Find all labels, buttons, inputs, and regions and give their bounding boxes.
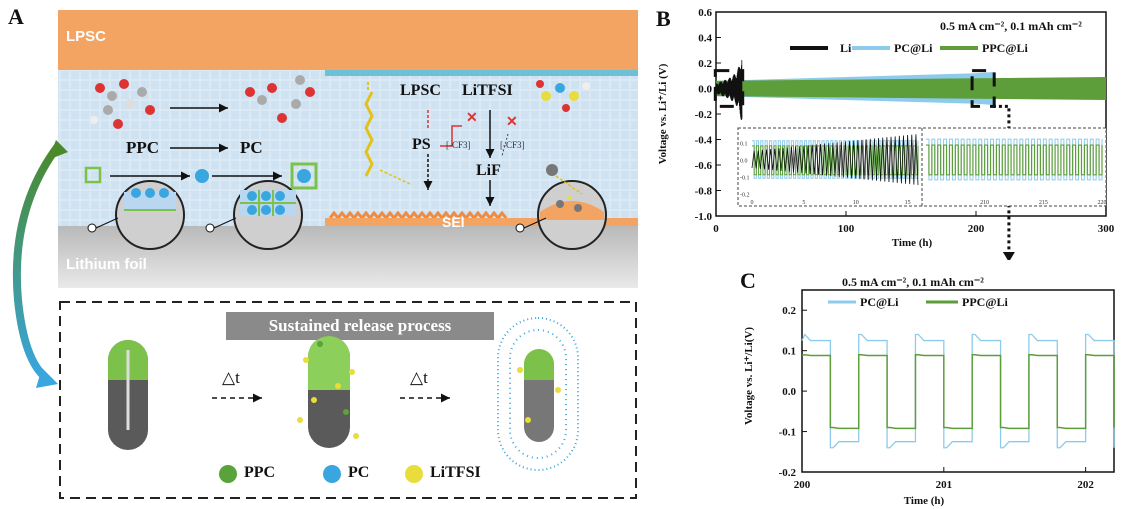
b-y-tick-label: 0.2 [698, 58, 712, 70]
b-legend-li: Li [840, 41, 852, 55]
ppc-molecule-icon [90, 79, 155, 129]
c-y-tick-label: -0.2 [779, 467, 797, 479]
delta-t-label-2: △t [410, 368, 428, 387]
b-series-li-line [715, 60, 743, 120]
b-inset-ppcli-left [752, 145, 919, 176]
b-inset-x-tick-label: 15 [905, 200, 911, 206]
svg-text:✕: ✕ [466, 111, 478, 126]
c-y-tick-label: 0.1 [782, 346, 796, 358]
svg-text:✕: ✕ [506, 115, 518, 130]
b-to-c-connector-arrow-icon [992, 104, 1011, 256]
b-series-ppcli-band [716, 77, 1106, 100]
c-series-pcli-line [801, 333, 1115, 449]
b-x-tick-label: 300 [1098, 223, 1115, 235]
legend-litfsi-dot [405, 465, 423, 483]
b-inset-x-tick-label: 0 [751, 200, 754, 206]
b-y-tick-label: -0.4 [695, 135, 713, 147]
c-x-tick-label: 201 [936, 479, 953, 491]
b-zoom-box-left [713, 69, 745, 108]
magnifier-2 [205, 180, 303, 250]
legend-pc-dot [323, 465, 341, 483]
magnifier-3 [515, 180, 607, 250]
litfsi-molecule-icon [536, 80, 590, 112]
c-x-tick-label: 200 [794, 479, 811, 491]
capsule-3-icon [497, 317, 579, 471]
b-inset-x-tick-label: 5 [802, 200, 805, 206]
legend-pc-label: PC [348, 464, 370, 481]
lpsc-layer [58, 10, 638, 70]
c-y-tick-label: -0.1 [779, 427, 796, 439]
ps-label: PS [412, 136, 431, 153]
b-inset-li [751, 134, 919, 186]
cf3-label-1: [-CF3] [446, 140, 471, 150]
lithium-foil-label: Lithium foil [66, 256, 147, 273]
ppc-label: PPC [126, 138, 160, 157]
b-inset-x-tick-label: 10 [853, 200, 859, 206]
b-inset-y-tick-label: -0.2 [740, 193, 750, 199]
ppc-square-icon [84, 166, 102, 184]
b-y-tick-label: 0.0 [698, 84, 712, 96]
b-x-tick-label: 200 [968, 223, 985, 235]
magnifier-1 [87, 180, 185, 250]
litfsi-reactant-label: LiTFSI [462, 82, 513, 99]
b-inset-x-tick-label: 215 [1039, 200, 1048, 206]
b-y-tick-label: -0.2 [695, 109, 713, 121]
b-x-tick-label: 100 [838, 223, 855, 235]
capsule-2-icon [297, 336, 359, 448]
pc-molecule-icon [245, 75, 315, 123]
c-legend-pcli: PC@Li [860, 295, 899, 309]
panel-label-c: C [740, 268, 756, 293]
release-process-title: Sustained release process [268, 316, 452, 335]
b-inset-y-tick-label: 0.1 [740, 142, 748, 148]
panel-label-a: A [8, 4, 24, 29]
b-y-tick-label: -0.6 [695, 160, 713, 172]
b-y-tick-label: 0.6 [698, 7, 712, 19]
b-inset-pcli-right [926, 138, 1103, 181]
legend-ppc-dot [219, 465, 237, 483]
b-inset-ppcli-right [926, 144, 1103, 176]
c-y-axis-label: Voltage vs. Li⁺/Li(V) [743, 327, 755, 425]
c-legend-ppcli: PPC@Li [962, 295, 1008, 309]
lif-label: LiF [476, 162, 501, 179]
sei-layer [325, 218, 638, 228]
b-condition-label: 0.5 mA cm⁻², 0.1 mAh cm⁻² [940, 19, 1082, 33]
b-inset-y-tick-label: 0.0 [740, 159, 748, 165]
b-inset-y-tick-label: -0.1 [740, 176, 750, 182]
b-x-tick-label: 0 [713, 223, 719, 235]
c-y-tick-label: 0.0 [782, 386, 796, 398]
ppc-pc-square-icon [290, 162, 318, 190]
curved-arrow-icon [12, 143, 62, 382]
b-y-tick-label: 0.4 [698, 33, 712, 45]
c-condition-label: 0.5 mA cm⁻², 0.1 mAh cm⁻² [842, 275, 984, 289]
c-x-tick-label: 202 [1077, 479, 1094, 491]
c-y-tick-label: 0.2 [782, 305, 796, 317]
legend-ppc-label: PPC [244, 464, 276, 481]
sei-top-band [325, 70, 638, 76]
c-plot-frame [801, 289, 1115, 473]
pc-sphere-icon [195, 169, 209, 183]
cf3-label-2: [-CF3] [500, 140, 525, 150]
delta-t-label-1: △t [222, 368, 240, 387]
schematic-diagram: ✕ ✕ [12, 10, 638, 499]
c-x-axis-label: Time (h) [904, 495, 945, 507]
b-y-axis-label: Voltage vs. Li⁺/Li (V) [657, 63, 669, 164]
lpsc-reactant-label: LPSC [400, 82, 441, 99]
b-x-axis-label: Time (h) [892, 237, 933, 249]
b-y-tick-label: -0.8 [695, 186, 713, 198]
b-inset-x-tick-label: 220 [1098, 200, 1107, 206]
lpsc-layer-label: LPSC [66, 28, 107, 45]
b-legend-pcli: PC@Li [894, 41, 933, 55]
b-y-tick-label: -1.0 [695, 211, 713, 223]
b-legend-ppcli: PPC@Li [982, 41, 1028, 55]
sei-label: SEI [442, 214, 465, 230]
c-series-ppcli-line [801, 353, 1115, 430]
pc-label: PC [240, 138, 263, 157]
panel-label-b: B [656, 6, 671, 31]
b-zoom-box-right [970, 69, 996, 108]
b-inset-x-tick-label: 210 [980, 200, 989, 206]
legend-litfsi-label: LiTFSI [430, 464, 481, 481]
capsule-1-icon [108, 340, 148, 450]
